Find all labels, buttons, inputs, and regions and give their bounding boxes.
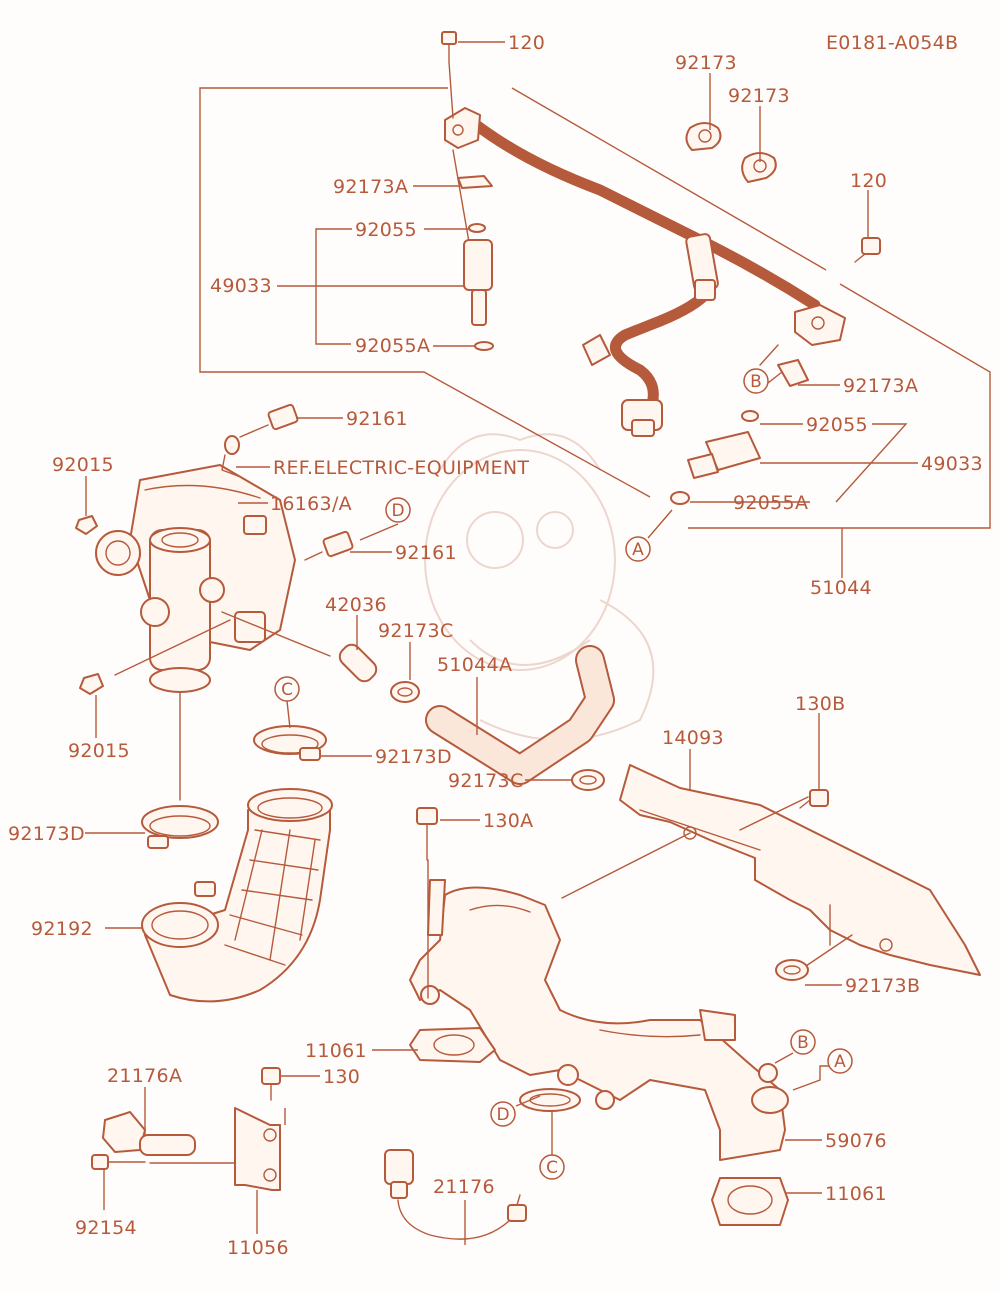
label-16163: 16163/A xyxy=(270,493,352,515)
label-92015-bottom: 92015 xyxy=(68,740,130,762)
label-92173B: 92173B xyxy=(845,975,920,997)
intake-duct xyxy=(141,725,333,1003)
throttle-body xyxy=(75,435,296,801)
sensor-top xyxy=(239,403,354,561)
label-59076: 59076 xyxy=(825,1130,887,1152)
svg-text:A: A xyxy=(834,1052,846,1072)
svg-text:A: A xyxy=(632,540,644,560)
label-120-top: 120 xyxy=(508,32,545,54)
label-92055-top: 92055 xyxy=(355,219,417,241)
svg-text:D: D xyxy=(496,1105,509,1125)
label-92055A-right: 92055A xyxy=(733,492,808,514)
label-49033-right: 49033 xyxy=(921,453,983,475)
marker-A-bottom: A xyxy=(827,1048,853,1074)
hose-clamps xyxy=(685,122,881,263)
label-51044A: 51044A xyxy=(437,654,512,676)
marker-B-bottom: B xyxy=(790,1029,816,1055)
label-92173D-left: 92173D xyxy=(8,823,85,845)
gaskets xyxy=(409,1027,789,1226)
label-21176: 21176 xyxy=(433,1176,495,1198)
label-51044: 51044 xyxy=(810,577,872,599)
top-connector xyxy=(441,31,494,351)
o2-sensor xyxy=(384,1149,527,1240)
fuel-hose xyxy=(464,114,846,437)
label-92173A-right: 92173A xyxy=(843,375,918,397)
label-130B: 130B xyxy=(795,693,846,715)
label-92015-top: 92015 xyxy=(52,454,114,476)
label-11061-left: 11061 xyxy=(305,1040,367,1062)
intake-manifold xyxy=(409,832,789,1161)
pipe-42036 xyxy=(221,611,420,703)
label-130A: 130A xyxy=(483,810,533,832)
label-92192: 92192 xyxy=(31,918,93,940)
label-49033-left: 49033 xyxy=(210,275,272,297)
fuel-hose-frame xyxy=(199,87,991,578)
label-92055-right: 92055 xyxy=(806,414,868,436)
label-42036: 42036 xyxy=(325,594,387,616)
svg-text:D: D xyxy=(391,501,404,521)
label-21176A: 21176A xyxy=(107,1065,182,1087)
marker-D-bottom: D xyxy=(490,1101,516,1127)
part-labels: 120 92173 92173 120 92173A 92055 49033 9… xyxy=(8,32,983,1259)
marker-C-top: C xyxy=(274,676,300,702)
label-ref-electric-equipment: REF.ELECTRIC-EQUIPMENT xyxy=(273,457,529,479)
svg-text:C: C xyxy=(546,1158,558,1178)
reference-markers: B D A C B A D C xyxy=(274,368,853,1180)
label-14093: 14093 xyxy=(662,727,724,749)
drawing-code: E0181-A054B xyxy=(826,32,958,54)
marker-D-top: D xyxy=(385,497,411,523)
label-92161-top: 92161 xyxy=(346,408,408,430)
marker-B-top: B xyxy=(743,368,769,394)
label-130: 130 xyxy=(323,1066,360,1088)
svg-text:B: B xyxy=(750,372,762,392)
label-92161-mid: 92161 xyxy=(395,542,457,564)
label-92173C-mid: 92173C xyxy=(448,770,524,792)
watermark xyxy=(424,433,655,741)
right-injector xyxy=(670,344,809,505)
heat-shield xyxy=(619,764,981,981)
label-11061-right: 11061 xyxy=(825,1183,887,1205)
label-92154: 92154 xyxy=(75,1217,137,1239)
label-120-right: 120 xyxy=(850,170,887,192)
leader-lines xyxy=(85,41,918,1245)
bolts xyxy=(261,789,829,1101)
marker-C-bottom: C xyxy=(539,1154,565,1180)
marker-A-mid: A xyxy=(625,536,651,562)
label-92173-b: 92173 xyxy=(728,85,790,107)
label-92173C-top: 92173C xyxy=(378,620,454,642)
label-11056: 11056 xyxy=(227,1237,289,1259)
label-92173D-right: 92173D xyxy=(375,746,452,768)
label-92173-a: 92173 xyxy=(675,52,737,74)
sensor-bracket xyxy=(91,1107,281,1191)
svg-text:C: C xyxy=(281,680,293,700)
coolant-hose xyxy=(425,645,615,791)
svg-text:B: B xyxy=(797,1033,809,1053)
label-92173A-top: 92173A xyxy=(333,176,408,198)
label-92055A-top: 92055A xyxy=(355,335,430,357)
